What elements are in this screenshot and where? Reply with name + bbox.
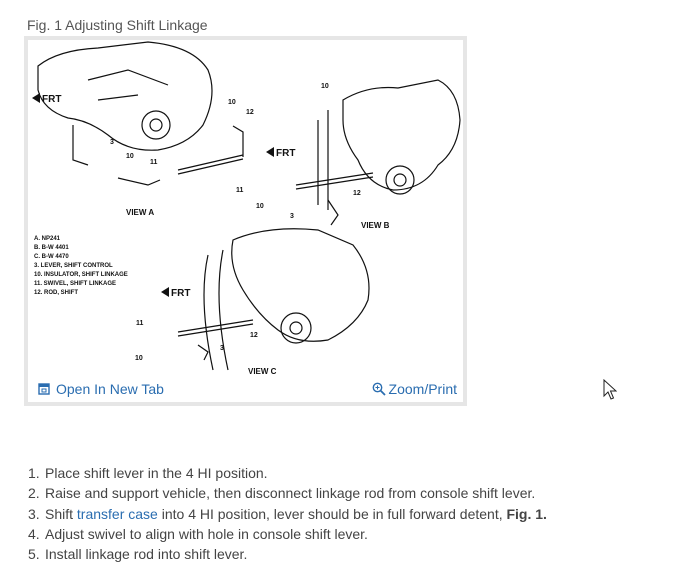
transfer-case-link[interactable]: transfer case <box>76 505 158 522</box>
view-a-label: VIEW A <box>126 208 154 217</box>
legend-line: 10. INSULATOR, SHIFT LINKAGE <box>34 272 128 278</box>
view-b-case <box>342 79 461 191</box>
step-item: 3. Shift transfer case into 4 HI position… <box>28 504 547 524</box>
step-item: 1. Place shift lever in the 4 HI position… <box>28 463 547 483</box>
figure-panel: FRT FRT FRT VIEW A VIEW B VIEW C 3 10 11… <box>28 40 463 402</box>
view-c-label: VIEW C <box>248 367 277 376</box>
callout-3: 3 <box>220 345 224 352</box>
open-in-new-tab-label: Open In New Tab <box>56 381 164 397</box>
open-in-new-tab-icon <box>38 383 50 395</box>
callout-10: 10 <box>228 99 236 106</box>
callout-12: 12 <box>353 190 361 197</box>
frt-label-c: FRT <box>171 288 190 299</box>
legend-line: 12. ROD, SHIFT <box>34 290 78 296</box>
legend-line: B. B-W 4401 <box>34 245 69 251</box>
figure-reference: Fig. 1. <box>506 505 547 522</box>
step-text: Shift <box>45 505 77 522</box>
step-text: Adjust swivel to align with hole in cons… <box>45 525 368 542</box>
callout-11: 11 <box>236 187 244 194</box>
frt-label-a: FRT <box>42 94 61 105</box>
step-item: 4. Adjust swivel to align with hole in co… <box>28 524 547 544</box>
figure-frame: FRT FRT FRT VIEW A VIEW B VIEW C 3 10 11… <box>24 36 467 406</box>
step-number: 4. <box>28 525 40 542</box>
step-item: 2. Raise and support vehicle, then discon… <box>28 483 547 503</box>
step-item: 5. Install linkage rod into shift lever. <box>28 544 547 564</box>
callout-12: 12 <box>250 332 258 339</box>
callout-10: 10 <box>135 355 143 362</box>
frt-arrow-a <box>32 93 40 103</box>
step-text: Place shift lever in the 4 HI position. <box>45 465 268 481</box>
figure-caption: Fig. 1 Adjusting Shift Linkage <box>27 17 208 33</box>
open-in-new-tab-link[interactable]: Open In New Tab <box>38 381 164 397</box>
step-text: Raise and support vehicle, then disconne… <box>45 485 536 502</box>
shift-linkage-diagram[interactable]: FRT FRT FRT VIEW A VIEW B VIEW C 3 10 11… <box>28 40 463 380</box>
step-text: into 4 HI position, lever should be in f… <box>157 505 507 522</box>
view-c-case <box>231 228 370 342</box>
callout-12: 12 <box>246 109 254 116</box>
callout-3: 3 <box>290 213 294 220</box>
callout-10: 10 <box>321 83 329 90</box>
view-b-label: VIEW B <box>361 221 390 230</box>
step-number: 1. <box>28 465 40 481</box>
step-number: 2. <box>28 485 40 502</box>
step-number: 5. <box>28 546 40 563</box>
callout-11: 11 <box>136 320 144 327</box>
view-a-rod <box>177 154 244 175</box>
callout-10: 10 <box>256 203 264 210</box>
callout-11: 11 <box>150 159 158 166</box>
view-b-rod <box>295 172 374 190</box>
frt-arrow-b <box>266 147 274 157</box>
callout-10: 10 <box>126 153 134 160</box>
view-c-rod <box>177 319 254 337</box>
step-number: 3. <box>28 505 40 522</box>
instruction-steps: 1. Place shift lever in the 4 HI position… <box>28 463 547 564</box>
zoom-print-label: Zoom/Print <box>388 381 457 397</box>
zoom-print-link[interactable]: Zoom/Print <box>372 381 457 397</box>
frt-arrow-c <box>161 287 169 297</box>
legend-line: A. NP241 <box>34 236 61 242</box>
view-a-case <box>37 41 213 151</box>
legend-line: 11. SWIVEL, SHIFT LINKAGE <box>34 281 116 287</box>
legend-line: C. B-W 4470 <box>34 254 69 260</box>
figure-footer: Open In New Tab Zoom/Print <box>28 376 463 402</box>
step-text: Install linkage rod into shift lever. <box>45 546 248 563</box>
mouse-pointer-icon <box>603 379 617 400</box>
frt-label-b: FRT <box>276 148 295 159</box>
callout-3: 3 <box>110 139 114 146</box>
zoom-icon <box>372 382 386 396</box>
legend-line: 3. LEVER, SHIFT CONTROL <box>34 263 113 269</box>
